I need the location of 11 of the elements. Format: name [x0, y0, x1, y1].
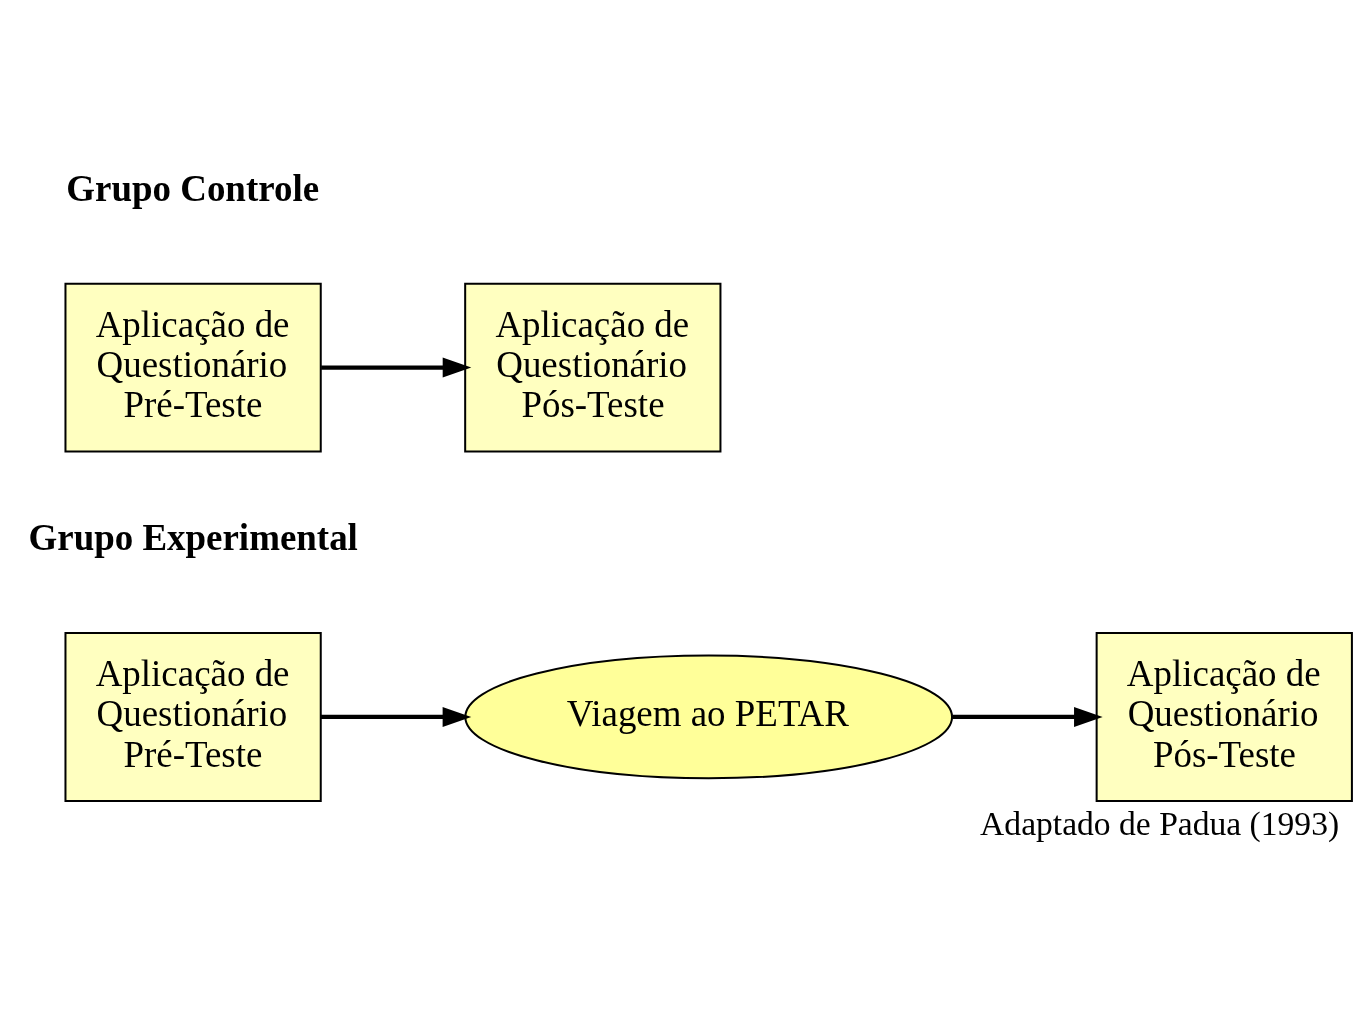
- node-box: Aplicação de Questionário Pós-Teste: [1095, 631, 1353, 802]
- node-box: Aplicação de Questionário Pré-Teste: [64, 282, 322, 453]
- label: Grupo Controle: [66, 167, 320, 209]
- arrow: [321, 706, 472, 727]
- label: Grupo Experimental: [28, 516, 358, 558]
- node-box: Aplicação de Questionário Pré-Teste: [64, 631, 322, 802]
- arrow: [321, 357, 472, 378]
- node-box: Aplicação de Questionário Pós-Teste: [464, 282, 722, 453]
- caption: Adaptado de Padua (1993): [980, 804, 1340, 842]
- arrow: [952, 706, 1103, 727]
- node-ellipse: Viagem ao PETAR: [464, 654, 954, 780]
